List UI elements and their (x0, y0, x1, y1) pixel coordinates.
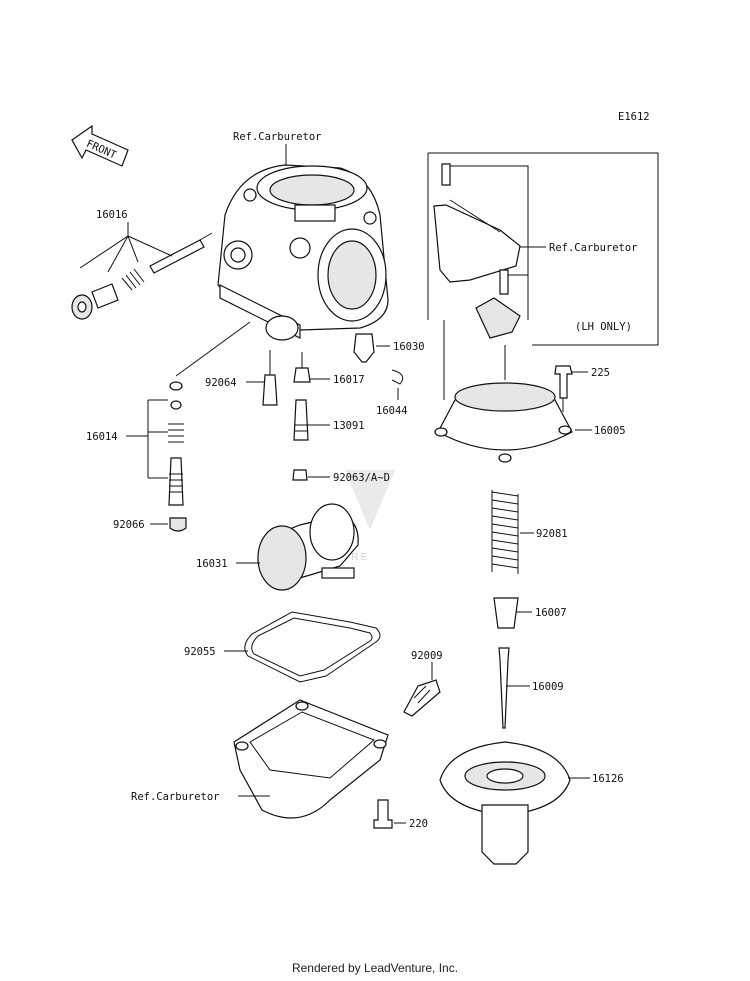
callout-16007: 16007 (535, 607, 567, 619)
diaphragm-spring (491, 490, 519, 574)
callout-16017: 16017 (333, 374, 365, 386)
top-cover (434, 382, 573, 463)
lh-only-bracket-inset: (LH ONLY) (427, 152, 659, 346)
callout-92009: 92009 (411, 650, 443, 662)
main-jet-parts (262, 350, 311, 481)
carburetor-body (217, 164, 389, 341)
diagram-id: E1612 (618, 111, 650, 123)
callout-16016: 16016 (96, 209, 128, 221)
callout-13091: 13091 (333, 420, 365, 432)
float-bowl (233, 699, 389, 819)
part-92066-cap (169, 517, 187, 532)
float-bowl-gasket (244, 611, 381, 683)
bowl-screw (373, 799, 393, 829)
needle-holder (493, 597, 519, 629)
needle-valve (353, 333, 375, 363)
callout-92064: 92064 (205, 377, 237, 389)
callout-16030: 16030 (393, 341, 425, 353)
callout-ref-carburetor-bottom: Ref.Carburetor (131, 791, 220, 803)
pilot-screw-assembly (71, 232, 213, 320)
callout-lh-only: (LH ONLY) (575, 321, 632, 333)
mixture-screw-stack (168, 381, 184, 506)
jet-needle (498, 647, 510, 729)
callout-92081: 92081 (536, 528, 568, 540)
callout-220: 220 (409, 818, 428, 830)
diaphragm-piston (439, 741, 571, 865)
callout-16044: 16044 (376, 405, 408, 417)
callout-16014: 16014 (86, 431, 118, 443)
float (257, 503, 359, 591)
callout-225: 225 (591, 367, 610, 379)
callout-92066: 92066 (113, 519, 145, 531)
top-cover-screw (554, 365, 573, 399)
footer-credit: Rendered by LeadVenture, Inc. (291, 961, 459, 975)
front-arrow-icon: FRONT (71, 124, 129, 167)
callout-16009: 16009 (532, 681, 564, 693)
callout-ref-carburetor-top: Ref.Carburetor (233, 131, 322, 143)
callout-ref-carburetor-right: Ref.Carburetor (549, 242, 638, 254)
float-clip (391, 369, 404, 385)
callout-92055: 92055 (184, 646, 216, 658)
callout-16031: 16031 (196, 558, 228, 570)
callout-16005: 16005 (594, 425, 626, 437)
callout-92063: 92063/A~D (333, 472, 390, 484)
callout-16126: 16126 (592, 773, 624, 785)
